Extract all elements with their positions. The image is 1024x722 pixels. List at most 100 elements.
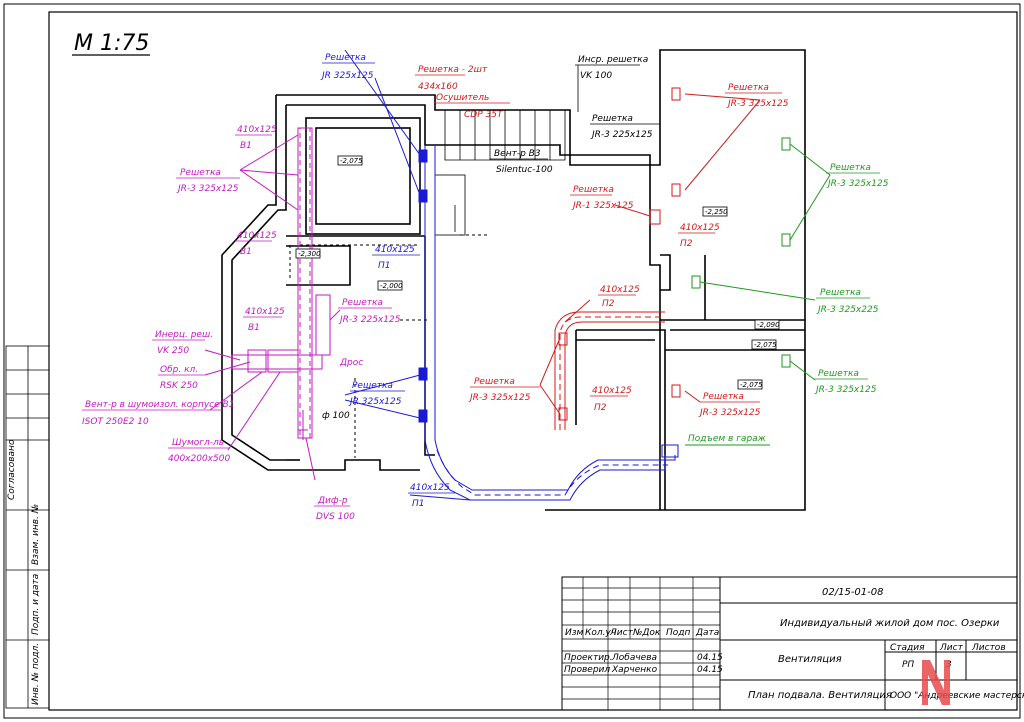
label-grille-left: Решетка: [180, 168, 221, 178]
level-1: -2,075: [340, 157, 363, 165]
label-grille-red-right-spec: JR-3 325x125: [726, 99, 789, 109]
level-tags: [295, 155, 780, 390]
label-grille-2pc: Решетка - 2шт: [418, 65, 488, 75]
label-dryer: Осушитель: [436, 93, 489, 103]
scale-label: М 1:75: [74, 31, 149, 56]
label-grille-green-3: Решетка: [818, 369, 859, 379]
label-grille-2pc-spec: 434x160: [418, 82, 458, 92]
tb-h-sign: Подп: [666, 628, 690, 638]
label-insp-grille-vk250-spec: VK 250: [157, 346, 189, 356]
tb-row2-date: 04.15: [697, 665, 723, 675]
level-5: -2,090: [757, 321, 780, 329]
label-grille-red-right2-spec: JR-3 325x125: [698, 408, 761, 418]
label-grille-green-3-spec: JR-3 325x125: [814, 385, 877, 395]
label-grille-green-2: Решетка: [820, 288, 861, 298]
label-silencer: Шумогл-ль: [172, 438, 224, 448]
label-grille-red-right2: Решетка: [703, 392, 744, 402]
tb-h-sheet: Лист: [609, 628, 634, 638]
side-sign-date: Подп. и дата: [31, 574, 41, 635]
level-3: -2,000: [380, 282, 403, 290]
label-grille-top-mid-spec: JR-3 225x125: [590, 130, 653, 140]
level-4: -2,250: [705, 208, 728, 216]
tb-row1-role: Проектир.: [564, 653, 613, 663]
tb-h-stage: Стадия: [890, 643, 925, 653]
label-duct-b1c: B1: [248, 323, 260, 333]
label-fan-insulated: Вент-р в шумоизол. корпусе B1: [85, 400, 234, 410]
tb-code: 02/15-01-08: [822, 587, 883, 598]
air-handling-unit: [204, 127, 341, 481]
tb-h-qty: Кол.уч: [585, 628, 616, 638]
level-6: -2,075: [754, 341, 777, 349]
company-logo-mark: [922, 660, 950, 705]
label-grille-red-right: Решетка: [728, 83, 769, 93]
label-check-valve: Обр. кл.: [160, 365, 198, 375]
label-diffuser: Диф-р: [317, 496, 348, 506]
tb-sheet-title: План подвала. Вентиляция: [748, 690, 892, 701]
label-duct-b1b: B1: [240, 247, 252, 257]
label-diffuser-spec: DVS 100: [316, 512, 355, 522]
label-diam: ф 100: [322, 411, 350, 421]
fresh-grilles: [685, 137, 831, 446]
outer-frame: [3, 3, 1021, 719]
tb-row2-name: Харченко: [611, 665, 658, 675]
label-grille-blue-low-spec: JR 325x125: [348, 397, 402, 407]
tb-h-doc: №Док: [632, 628, 661, 638]
label-grille-red-low: Решетка: [474, 377, 515, 387]
label-grille-red-1: Решетка: [573, 185, 614, 195]
label-insp-grille-spec: VK 100: [580, 71, 612, 81]
level-2: -2,300: [298, 250, 321, 258]
tb-company: ООО "Андреевские мастерские": [890, 691, 1024, 701]
label-grille-green-1: Решетка: [830, 163, 871, 173]
label-fan-insulated-spec: ISOT 250E2 10: [82, 417, 149, 427]
tb-section: Вентиляция: [778, 654, 842, 665]
side-stamp: [5, 345, 50, 709]
label-duct-410-p1a: 410x125: [375, 245, 415, 255]
label-dryer-spec: CDP 35T: [464, 110, 504, 120]
supply-ducts: [344, 49, 679, 501]
level-7: -2,075: [740, 381, 763, 389]
label-duct-410-b1b: 410x125: [237, 231, 277, 241]
side-inv-replace: Взам. инв. №: [31, 504, 41, 565]
tb-stage: РП: [902, 660, 914, 670]
label-duct-410-p2b: 410x125: [600, 285, 640, 295]
label-garage-rise: Подъем в гараж: [688, 434, 767, 444]
label-grille-mid-spec: JR-3 225x125: [338, 315, 401, 325]
label-duct-p1a: П1: [378, 261, 391, 271]
tb-row1-name: Лобачева: [611, 653, 657, 663]
label-duct-p2a: П2: [680, 239, 693, 249]
label-grille-blue-low: Решетка: [352, 381, 393, 391]
label-insp-grille: Инср. решетка: [578, 55, 648, 65]
label-check-valve-spec: RSK 250: [160, 381, 198, 391]
side-inv-orig: Инв. № подл.: [31, 643, 41, 705]
label-duct-p1b: П1: [412, 499, 425, 509]
label-grille-mid: Решетка: [342, 298, 383, 308]
label-grille-jr325-spec: JR 325x125: [320, 71, 374, 81]
building-walls: [221, 49, 806, 511]
label-fan-b3-spec: Silentuc-100: [496, 165, 553, 175]
tb-h-list: Лист: [939, 643, 964, 653]
label-duct-p2c: П2: [594, 403, 607, 413]
label-insp-grille-vk250: Инерц. реш.: [155, 330, 213, 340]
label-grille-green-2-spec: JR-3 325x225: [816, 305, 879, 315]
label-grille-top-mid: Решетка: [592, 114, 633, 124]
tb-h-lists: Листов: [971, 643, 1006, 653]
tb-h-change: Изм: [565, 628, 584, 638]
staircase: [434, 109, 566, 236]
title-block-grid: [562, 577, 720, 710]
label-grille-left-spec: JR-3 325x125: [176, 184, 239, 194]
label-duct-410-p1b: 410x125: [410, 483, 450, 493]
tb-row2-role: Проверил: [564, 665, 610, 675]
label-silencer-spec: 400x200x500: [168, 454, 230, 464]
inner-frame: [48, 11, 1018, 711]
label-duct-410-p2a: 410x125: [680, 223, 720, 233]
label-grille-red-1-spec: JR-1 325x125: [571, 201, 634, 211]
label-duct-410-b1a: 410x125: [237, 125, 277, 135]
side-agreed: Согласовано: [7, 439, 17, 500]
tb-h-date: Дата: [695, 628, 719, 638]
title-block: [561, 576, 1018, 711]
label-grille-jr325: Решетка: [325, 53, 366, 63]
label-fan-b3: Вент-р B3: [494, 149, 541, 159]
exhaust-ducts: [539, 87, 761, 430]
label-duct-b1a: B1: [240, 141, 252, 151]
label-grille-red-low-spec: JR-3 325x125: [468, 393, 531, 403]
